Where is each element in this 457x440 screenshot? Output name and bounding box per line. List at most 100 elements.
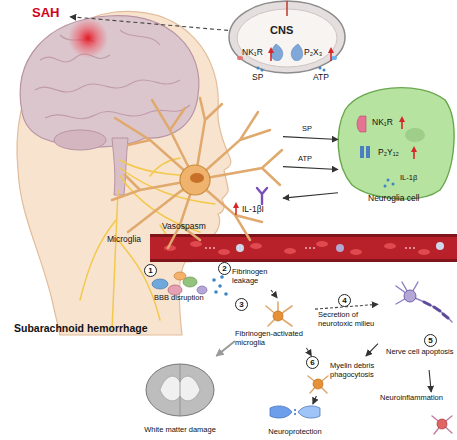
neuron-icon <box>424 302 448 318</box>
brain-section: CNSNK₁RP₂X₃ <box>228 2 346 72</box>
connector-arrow <box>283 193 338 198</box>
activated-microglia: 3Fibrinogen-activated microglia <box>235 298 315 348</box>
inflamed-cell-icon <box>432 416 452 434</box>
nerve-cell: 5Nerve cell apoptosis <box>378 278 457 370</box>
synapse-icon <box>270 406 292 418</box>
brain-section <box>270 52 272 61</box>
callout-number: 4 <box>338 294 351 307</box>
neuroglia-illustration <box>405 128 425 142</box>
neuroglia-illustration <box>401 121 403 129</box>
neuroglia-cell: NK₁RP₂Y₁₂IL-1βNeuroglia cell <box>338 88 455 212</box>
neuron-icon <box>404 290 416 302</box>
neuroglia-illustration <box>387 179 390 182</box>
node-text: Myelin debris phagocytosis <box>330 362 376 379</box>
callout-number: 1 <box>144 264 157 277</box>
connector-arrow <box>313 396 317 404</box>
neuroglia-illustration <box>399 116 405 122</box>
connector-arrow <box>216 341 235 356</box>
brain-section <box>268 47 274 53</box>
connector-arrow <box>70 17 228 31</box>
blood-vessel <box>190 241 202 247</box>
node-text: White matter damage <box>140 426 220 435</box>
node-text: Neuroprotection <box>255 428 335 437</box>
phagocytic-microglia-icon <box>313 379 323 389</box>
connector-arrow <box>429 370 431 392</box>
bbb-cells <box>152 272 207 295</box>
inflamed-cell-icon <box>437 419 447 429</box>
fibrinogen-leakage: 2Fibrinogen leakage <box>218 262 280 290</box>
lesion-spot: SAH <box>30 6 70 24</box>
node-text: P₂Y₁₂ <box>378 148 399 158</box>
neuroglia-illustration <box>338 88 454 199</box>
neuroglia-illustration <box>357 116 366 132</box>
fibrinogen-dots <box>220 275 224 279</box>
blood-vessel <box>150 259 457 262</box>
figure-heading: Subarachnoid hemorrhage <box>14 322 148 334</box>
nerves <box>80 158 215 330</box>
fibrinogen-dots <box>214 290 218 294</box>
blood-vessel <box>250 243 262 249</box>
node-text: Nerve cell apoptosis <box>386 348 456 357</box>
node-text: Neuroglia cell <box>368 194 420 204</box>
connector-arrow <box>366 344 378 356</box>
neuron-icon <box>396 282 452 322</box>
head-profile <box>17 12 231 335</box>
blood-vessel <box>436 242 444 250</box>
blood-vessel <box>284 248 296 254</box>
connector-arrow <box>306 348 311 356</box>
activated-microglia-icon <box>273 311 283 321</box>
node-text: P₂X₃ <box>304 48 322 58</box>
brain-slice <box>146 364 214 416</box>
inflamed-cell: Neuroinflammation <box>380 392 457 438</box>
head-profile <box>17 12 231 335</box>
hemorrhage-glow <box>68 18 108 58</box>
callout-number: 6 <box>306 356 319 369</box>
neuroglia-illustration <box>338 88 454 199</box>
il1-receptor <box>233 202 239 208</box>
blood-vessel <box>350 249 362 255</box>
blood-vessel <box>218 249 230 255</box>
brain-section <box>286 1 288 16</box>
connector-arrow <box>315 304 378 309</box>
node-text: NK₁R <box>372 118 393 128</box>
neuroglia-illustration <box>413 151 415 159</box>
brain-section <box>330 52 332 61</box>
molecule-label: ATP <box>313 73 329 83</box>
edge-label: SP <box>302 125 312 134</box>
blood-vessel <box>418 249 430 255</box>
brain-section <box>229 1 345 73</box>
node-text: Microglia <box>107 235 141 245</box>
callout-number: 2 <box>218 262 231 275</box>
neuron-icon <box>396 282 452 322</box>
synapse: Neuroprotection <box>255 404 335 438</box>
il1-receptor <box>235 207 237 215</box>
brain-section <box>271 44 302 61</box>
brain-slice <box>180 364 181 416</box>
brain-section <box>237 9 337 67</box>
microglia-illustration <box>112 98 282 248</box>
brain-section <box>229 1 345 73</box>
phagocytic-microglia: 6 Myelin debris phagocytosis <box>306 356 376 396</box>
molecule-label: SP <box>252 73 263 83</box>
synapse-icon <box>294 409 296 411</box>
brain <box>35 30 190 119</box>
neuroglia-illustration <box>411 146 417 152</box>
fibrinogen-dots <box>212 275 228 296</box>
brain-section <box>257 67 260 70</box>
hemorrhage-glow <box>68 18 108 58</box>
activated-microglia-icon <box>266 302 292 326</box>
fibrinogen-dots <box>218 284 222 288</box>
phagocytic-microglia-icon <box>308 376 328 393</box>
blood-vessel <box>205 248 415 249</box>
node-text: BBB disruption <box>154 294 204 303</box>
white-matter: White matter damage <box>140 356 220 438</box>
edge-label: ATP <box>298 155 312 164</box>
brain-section <box>319 67 322 70</box>
brain-section <box>261 69 264 72</box>
blood-vessel <box>336 244 344 252</box>
blood-vessel <box>316 241 328 247</box>
microglia-illustration <box>112 98 282 248</box>
connector-arrow <box>283 137 338 140</box>
il1-receptor <box>257 188 267 204</box>
